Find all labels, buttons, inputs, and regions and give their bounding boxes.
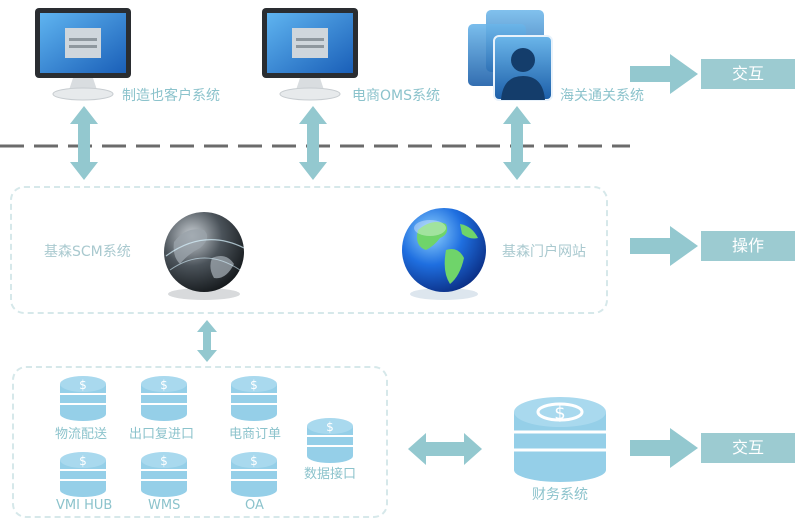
module-label: OA (245, 498, 264, 513)
svg-text:$: $ (79, 378, 87, 392)
svg-text:$: $ (79, 454, 87, 468)
top-system-label-3: 海关通关系统 (560, 88, 644, 104)
svg-text:$: $ (250, 454, 258, 468)
module-label: 电商订单 (229, 427, 282, 442)
double-arrow-v4 (197, 320, 217, 362)
dark-globe-icon (164, 212, 245, 300)
finance-system-label: 财务系统 (532, 487, 588, 503)
right-arrow-1 (630, 54, 698, 94)
bottom-group-box (12, 366, 388, 518)
module-label: 数据接口 (304, 467, 357, 482)
coin-stack-icon: $ $ $ $ (60, 376, 353, 497)
blue-globe-icon (402, 208, 486, 300)
double-arrow-v1 (70, 106, 98, 180)
svg-text:$: $ (554, 403, 565, 424)
svg-text:$: $ (250, 378, 258, 392)
module-label: VMI HUB (56, 498, 113, 513)
double-arrow-v3 (503, 106, 531, 180)
middle-system-label-2: 基森门户网站 (502, 244, 586, 260)
monitor-icon (35, 8, 131, 101)
top-system-label-2: 电商OMS系统 (352, 88, 440, 104)
right-arrow-3 (630, 428, 698, 468)
tag-operation: 操作 (701, 231, 795, 261)
middle-group-box (10, 186, 608, 314)
svg-text:$: $ (160, 454, 168, 468)
users-icon (468, 10, 553, 101)
middle-system-label-1: 基森SCM系统 (44, 244, 131, 260)
double-arrow-v2 (299, 106, 327, 180)
module-label: WMS (148, 498, 181, 513)
monitor-icon (262, 8, 358, 101)
tag-interaction-top: 交互 (701, 59, 795, 89)
coin-stack-icon: $ (514, 397, 606, 482)
right-arrow-2 (630, 226, 698, 266)
tag-interaction-bottom: 交互 (701, 433, 795, 463)
svg-text:$: $ (160, 378, 168, 392)
svg-text:$: $ (326, 420, 334, 434)
top-system-label-1: 制造也客户系统 (122, 88, 220, 104)
double-arrow-h (408, 433, 482, 465)
module-label: 出口复进口 (129, 427, 195, 442)
module-label: 物流配送 (55, 427, 108, 442)
